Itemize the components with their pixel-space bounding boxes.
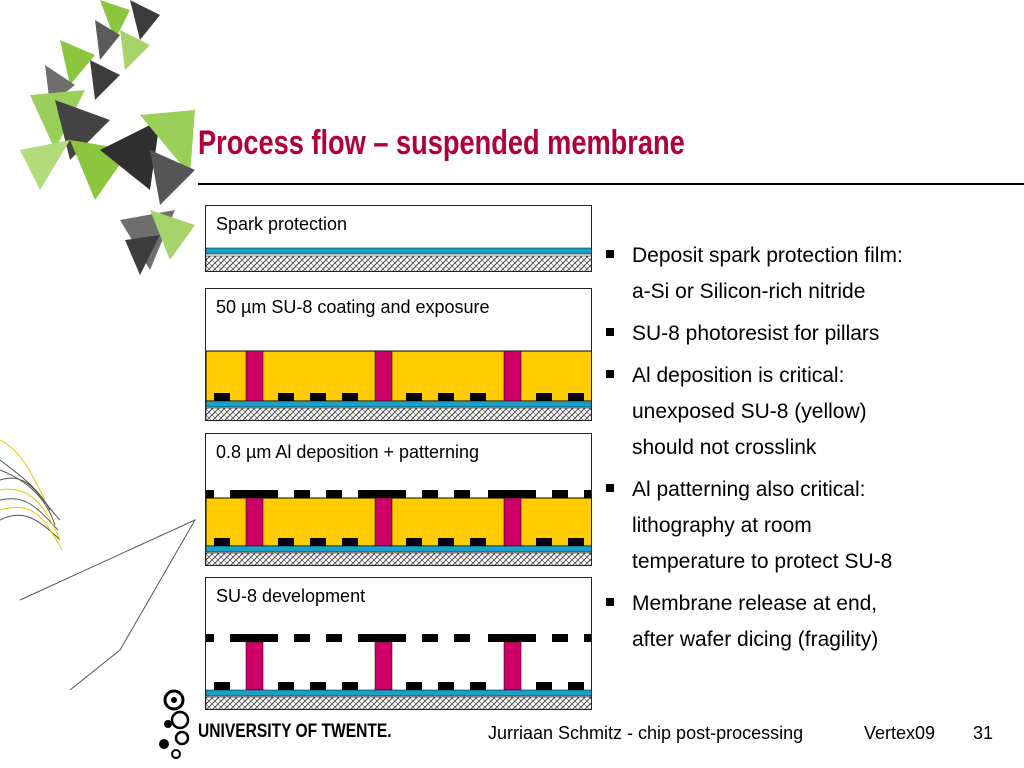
spark-protection-diagram [206,247,591,271]
substrate-layer [206,255,591,271]
su8-pillar [503,350,522,402]
su8-layer [206,350,591,402]
bullet-line: Al deposition is critical: [632,364,845,387]
suspended-membrane [206,634,591,642]
al-pattern [206,490,591,498]
substrate-layer [206,552,591,565]
al-deposition-diagram [206,490,591,565]
su8-pillar [245,497,264,547]
footer-page-number: 31 [973,723,994,743]
bullet-item: Membrane release at end, after wafer dic… [604,586,1004,658]
bullet-line: temperature to protect SU-8 [632,550,893,573]
su8-pillar [374,641,393,691]
bullet-line: should not crosslink [632,436,817,459]
panel-label: 50 µm SU-8 coating and exposure [216,297,490,317]
spark-film-layer [206,689,591,697]
panel-label: SU-8 development [216,586,366,606]
spark-film-layer [206,545,591,553]
su8-development-diagram [206,634,591,709]
substrate-layer [206,407,591,420]
bullet-line: unexposed SU-8 (yellow) [632,400,867,423]
bullet-line: a-Si or Silicon-rich nitride [632,280,866,303]
university-logo-icon [159,689,190,759]
su8-coating-diagram [206,350,591,420]
bullet-line: lithography at room [632,514,812,537]
su8-pillar [503,641,522,691]
bullet-list: Deposit spark protection film: a-Si or S… [604,238,1004,664]
footer-presentation-title: Jurriaan Schmitz - chip post-processing [488,723,804,743]
su8-pillar [245,350,264,402]
metal-pads [214,682,584,690]
spark-film-layer [206,400,591,408]
bullet-line: Deposit spark protection film: [632,244,903,267]
bullet-item: Al deposition is critical: unexposed SU-… [604,358,1004,466]
process-step-al-deposition: 0.8 µm Al deposition + patterning [205,433,592,566]
decorative-line-graphic [0,439,197,690]
bullet-item: SU-8 photoresist for pillars [604,316,1004,352]
su8-pillar [503,497,522,547]
process-step-su8-development: SU-8 development [205,577,592,710]
metal-pads [214,393,584,401]
panel-label: Spark protection [216,214,348,234]
su8-pillar [374,497,393,547]
panel-label: 0.8 µm Al deposition + patterning [216,442,480,462]
university-name: UNIVERSITY OF TWENTE. [198,721,392,742]
spark-film-layer [206,247,591,255]
su8-pillar [374,350,393,402]
substrate-layer [206,696,591,709]
su8-layer [206,497,591,547]
bullet-item: Al patterning also critical: lithography… [604,472,1004,580]
su8-pillar [245,641,264,691]
bullet-line: after wafer dicing (fragility) [632,628,879,651]
bullet-item: Deposit spark protection film: a-Si or S… [604,238,1004,310]
footer-event: Vertex09 [864,723,936,743]
metal-pads [214,538,584,546]
bullet-line: Al patterning also critical: [632,478,866,501]
bullet-line: Membrane release at end, [632,592,878,615]
decorative-crystal-graphic [20,0,195,275]
process-step-su8-coating: 50 µm SU-8 coating and exposure [205,288,592,421]
title-divider [198,183,1024,185]
process-step-spark-protection: Spark protection [205,205,592,272]
bullet-line: SU-8 photoresist for pillars [632,322,880,345]
slide-title: Process flow – suspended membrane [198,124,685,162]
